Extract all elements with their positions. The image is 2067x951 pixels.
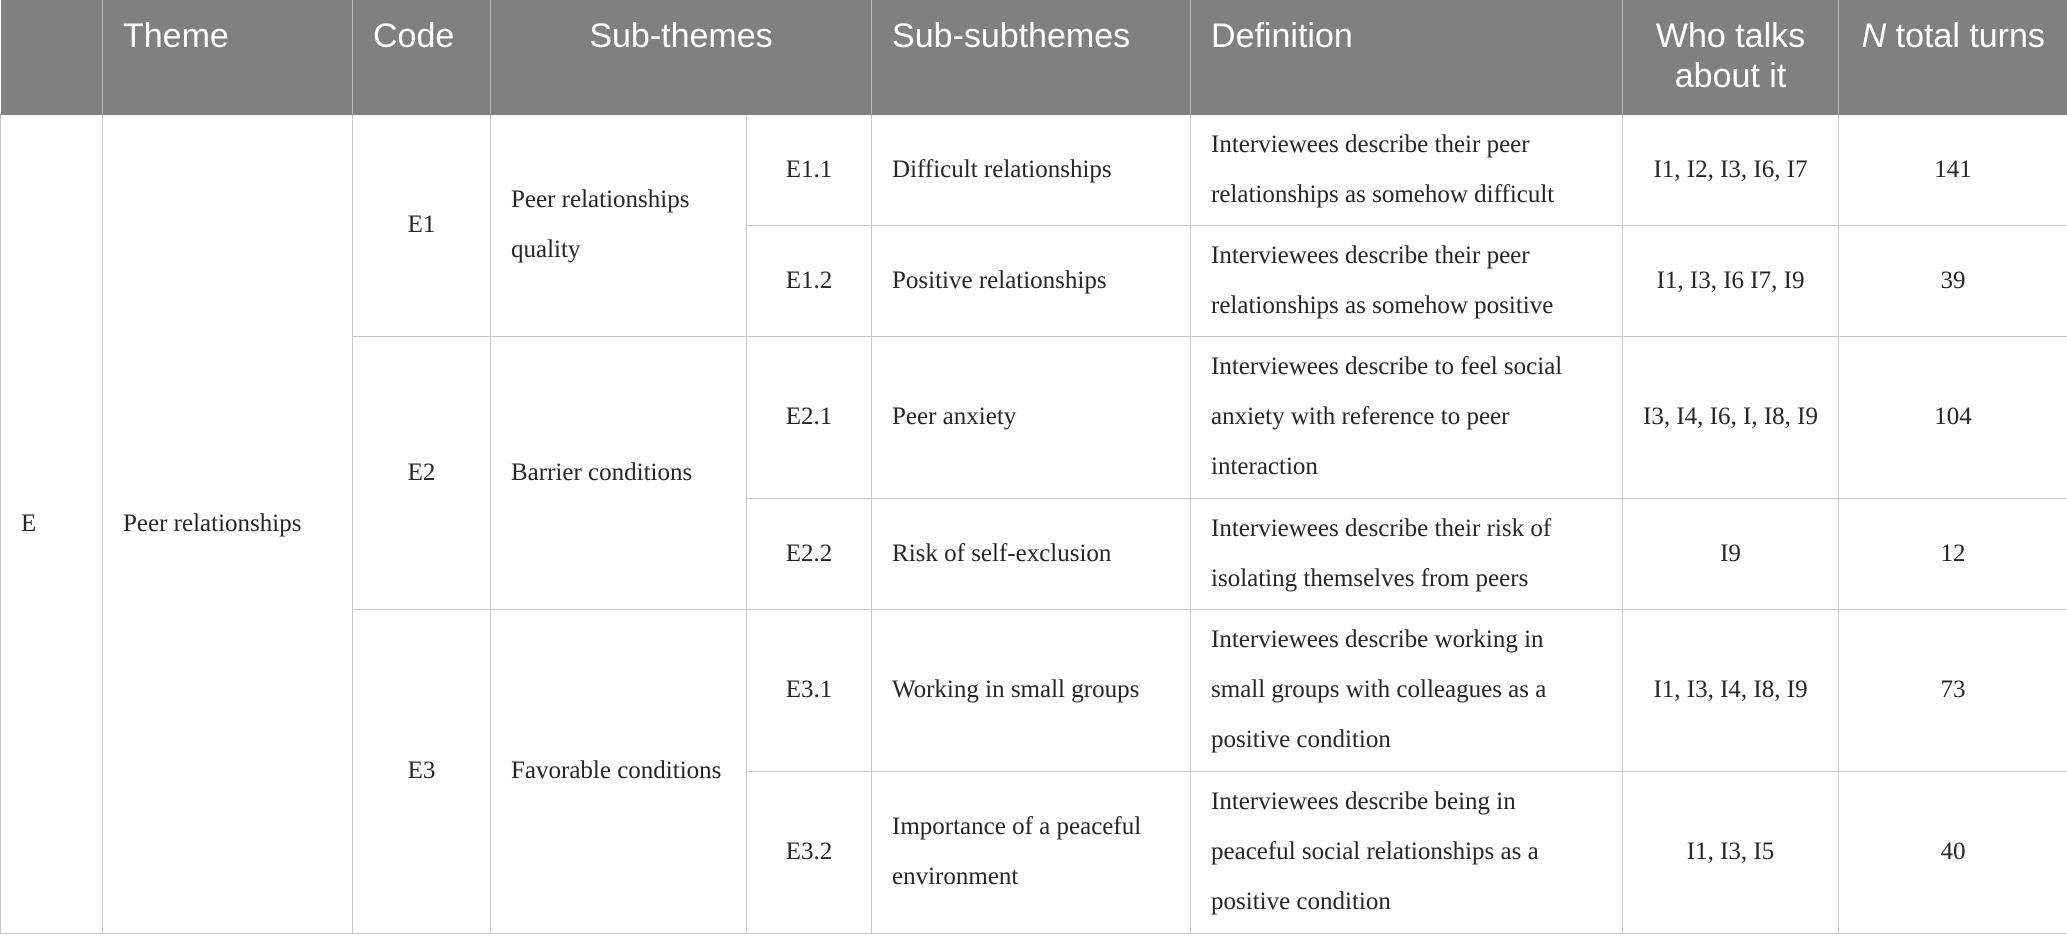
sub-theme-cell: Peer relationships quality: [490, 113, 747, 337]
header-n-label: N: [1861, 17, 1887, 55]
table-row: E Peer relationships E1 Peer relationshi…: [0, 113, 2067, 934]
who-talks-cell: I3, I4, I6, I, I8, I9: [1622, 335, 1840, 499]
theme-name: Peer relationships: [102, 113, 353, 934]
header-blank: [0, 0, 103, 115]
who-talks-cell: I1, I3, I4, I8, I9: [1622, 608, 1840, 772]
theme-letter: E: [0, 113, 103, 934]
header-total-turns-label: total turns: [1886, 17, 2045, 55]
sub-code-cell: E3.2: [745, 770, 873, 934]
definition-cell: Interviewees describe to feel social anx…: [1190, 335, 1624, 499]
sub-code-cell: E1.1: [745, 113, 873, 226]
sub-theme-cell: Barrier conditions: [490, 335, 747, 610]
table-row: E2 Barrier conditions E2.1 Peer anxiety …: [1, 335, 2067, 610]
code-cell: E2: [352, 335, 491, 610]
who-talks-cell: I9: [1622, 497, 1840, 610]
sub-subtheme-cell: Positive relationships: [871, 224, 1192, 337]
header-row: Theme Code Sub-themes Sub-subthemes Defi…: [0, 0, 2067, 115]
sub-subtheme-cell: Importance of a peaceful environment: [871, 770, 1192, 934]
who-talks-cell: I1, I3, I6 I7, I9: [1622, 224, 1840, 337]
header-definition: Definition: [1190, 0, 1624, 115]
definition-cell: Interviewees describe their peer relatio…: [1190, 113, 1624, 226]
header-sub-themes: Sub-themes: [490, 0, 873, 115]
sub-subtheme-cell: Peer anxiety: [871, 335, 1192, 499]
sub-code-cell: E2.1: [745, 335, 873, 499]
turns-cell: 141: [1838, 113, 2067, 226]
definition-cell: Interviewees describe their peer relatio…: [1190, 224, 1624, 337]
definition-cell: Interviewees describe being in peaceful …: [1190, 770, 1624, 934]
sub-subtheme-cell: Difficult relationships: [871, 113, 1192, 226]
turns-cell: 73: [1838, 608, 2067, 772]
header-theme: Theme: [102, 0, 353, 115]
table-row: E2.2 Risk of self-exclusion Interviewees…: [1, 497, 2067, 610]
turns-cell: 12: [1838, 497, 2067, 610]
sub-subtheme-cell: Risk of self-exclusion: [871, 497, 1192, 610]
table-row: E3.2 Importance of a peaceful environmen…: [1, 770, 2067, 934]
sub-code-cell: E2.2: [745, 497, 873, 610]
header-who-talks: Who talks about it: [1622, 0, 1840, 115]
sub-subtheme-cell: Working in small groups: [871, 608, 1192, 772]
header-code: Code: [352, 0, 491, 115]
sub-code-cell: E3.1: [745, 608, 873, 772]
code-cell: E1: [352, 113, 491, 337]
definition-cell: Interviewees describe their risk of isol…: [1190, 497, 1624, 610]
header-sub-subthemes: Sub-subthemes: [871, 0, 1192, 115]
sub-code-cell: E1.2: [745, 224, 873, 337]
turns-cell: 104: [1838, 335, 2067, 499]
who-talks-cell: I1, I3, I5: [1622, 770, 1840, 934]
turns-cell: 39: [1838, 224, 2067, 337]
table-row: E1.2 Positive relationships Interviewees…: [1, 224, 2067, 337]
definition-cell: Interviewees describe working in small g…: [1190, 608, 1624, 772]
header-n-total-turns: N total turns: [1838, 0, 2067, 115]
who-talks-cell: I1, I2, I3, I6, I7: [1622, 113, 1840, 226]
code-cell: E3: [352, 608, 491, 934]
turns-cell: 40: [1838, 770, 2067, 934]
table-row: E3 Favorable conditions E3.1 Working in …: [1, 608, 2067, 934]
sub-theme-cell: Favorable conditions: [490, 608, 747, 934]
